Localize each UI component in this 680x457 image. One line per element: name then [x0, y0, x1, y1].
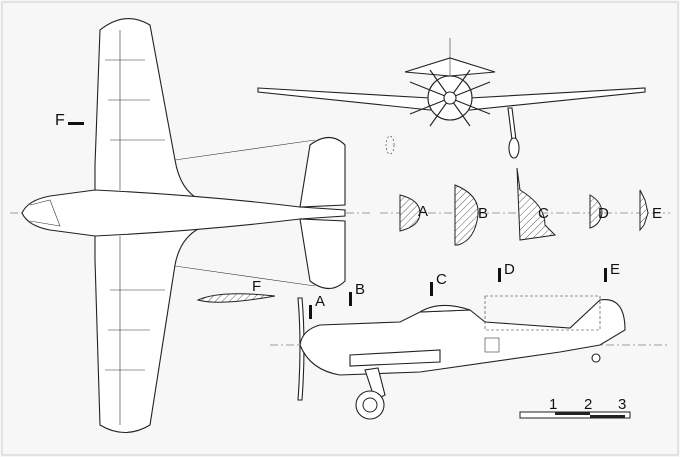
- side-station-c: C: [436, 271, 447, 288]
- scale-bar: [519, 411, 631, 419]
- plan-section-label-f: F: [55, 112, 65, 129]
- cross-sections: [380, 167, 670, 246]
- scale-label-2: 2: [584, 396, 592, 413]
- side-view: [270, 295, 670, 420]
- section-label-e: E: [652, 205, 662, 222]
- airfoil-section: [196, 293, 276, 303]
- side-station-d: D: [504, 261, 515, 278]
- plan-tailplane: [299, 136, 346, 290]
- side-station-e: E: [610, 261, 620, 278]
- side-canopy: [419, 304, 471, 313]
- plan-view: [10, 18, 370, 434]
- side-fuselage: [299, 299, 626, 376]
- side-station-marks: [309, 268, 607, 319]
- plan-fuselage: [21, 189, 346, 237]
- section-label-a: A: [418, 203, 428, 220]
- airfoil-label-f: F: [252, 278, 261, 295]
- side-station-a: A: [315, 293, 325, 310]
- section-label-c: C: [538, 205, 549, 222]
- side-station-b: B: [355, 281, 365, 298]
- scale-label-1: 1: [549, 396, 557, 413]
- side-propeller: [297, 297, 305, 401]
- front-view: [257, 38, 646, 159]
- section-label-b: B: [478, 205, 488, 222]
- section-mark: [68, 122, 84, 125]
- scale-label-3: 3: [618, 396, 626, 413]
- section-label-d: D: [598, 205, 609, 222]
